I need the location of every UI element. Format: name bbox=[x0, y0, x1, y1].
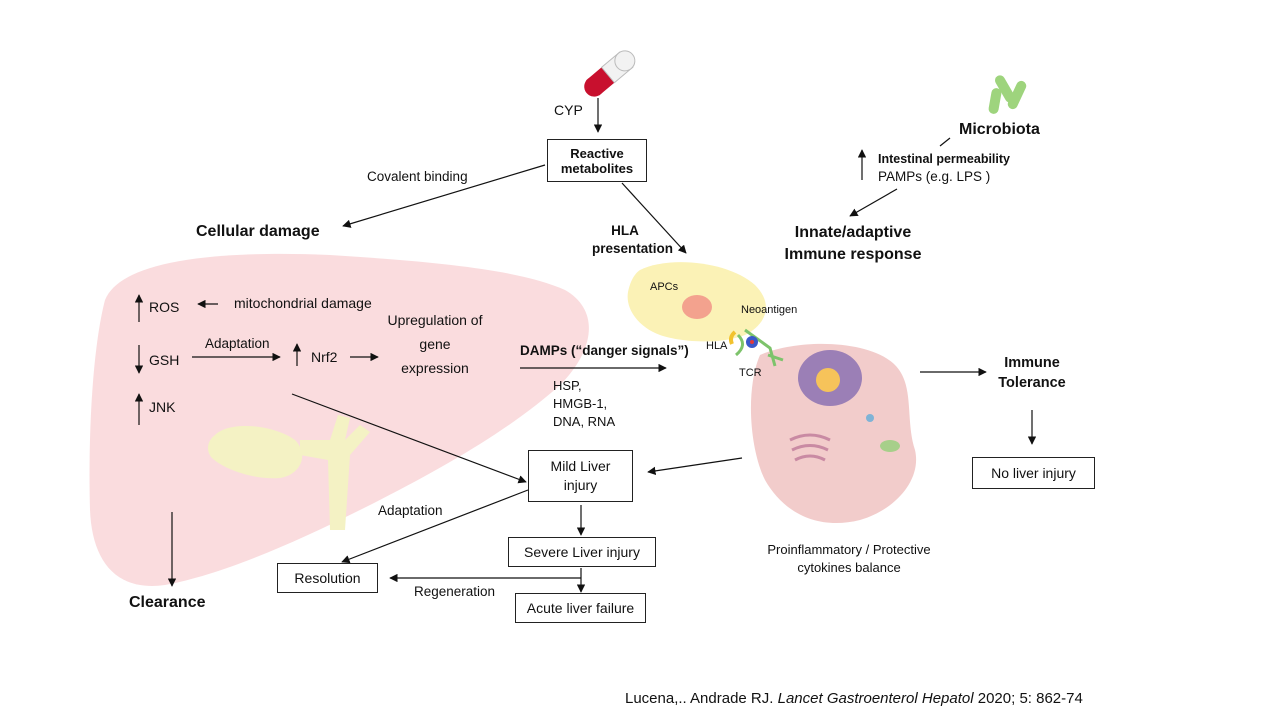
microbiota-label: Microbiota bbox=[959, 121, 1040, 138]
pamps-label: PAMPs (e.g. LPS ) bbox=[878, 169, 991, 184]
neoantigen-core bbox=[750, 340, 754, 344]
damps-examples-label: HSP, HMGB-1, DNA, RNA bbox=[553, 378, 616, 429]
immune-tolerance-label: Immune Tolerance bbox=[998, 355, 1066, 391]
diagram-arrows bbox=[134, 98, 1037, 593]
hla-molecule-illustration bbox=[729, 330, 737, 345]
clearance-label: Clearance bbox=[129, 594, 206, 611]
vesicle-illustration bbox=[866, 414, 874, 422]
bile-duct-illustration bbox=[300, 415, 370, 530]
microbiota-icon bbox=[1007, 80, 1027, 110]
citation-journal: Lancet Gastroenterol Hepatol bbox=[777, 690, 974, 707]
hla-presentation-label: HLA presentation bbox=[592, 223, 674, 256]
tcr-complex-illustration bbox=[734, 328, 784, 367]
arrow-metabolites-to-apc bbox=[621, 182, 687, 254]
reactive-metabolites-label: Reactive metabolites bbox=[560, 145, 634, 176]
microbiota-icon bbox=[988, 88, 1002, 114]
upregulation-label: Upregulation of gene expression bbox=[387, 312, 483, 376]
reactive-metabolites-box: Reactive metabolites bbox=[547, 139, 647, 182]
adaptation-top-label: Adaptation bbox=[205, 336, 270, 351]
acute-liver-failure-box: Acute liver failure bbox=[515, 593, 646, 623]
mild-liver-injury-label: Mild Liver injury bbox=[550, 458, 611, 493]
cytokines-label: Proinflammatory / Protective cytokines b… bbox=[767, 542, 931, 575]
intestinal-permeability-label: Intestinal permeability bbox=[878, 152, 1010, 166]
resolution-box: Resolution bbox=[277, 563, 378, 593]
gsh-label: GSH bbox=[149, 352, 180, 368]
severe-liver-injury-box: Severe Liver injury bbox=[508, 537, 656, 567]
mitochondrial-damage-label: mitochondrial damage bbox=[234, 295, 372, 311]
arrow-hepatocyte-to-mild-injury bbox=[647, 457, 743, 476]
cellular-damage-label: Cellular damage bbox=[196, 223, 320, 240]
no-liver-injury-label: No liver injury bbox=[991, 464, 1076, 481]
microbiota-icon bbox=[995, 75, 1015, 103]
covalent-binding-label: Covalent binding bbox=[367, 169, 468, 184]
severe-liver-injury-label: Severe Liver injury bbox=[524, 543, 640, 560]
mitochondrion-illustration bbox=[880, 440, 900, 452]
arrow-mild-to-resolution bbox=[341, 489, 529, 564]
drug-pill-icon bbox=[584, 50, 636, 97]
hepatocyte-illustration bbox=[750, 343, 917, 524]
citation: Lucena,.. Andrade RJ. Lancet Gastroenter… bbox=[625, 690, 1083, 707]
arrow-permeability-to-immune-response bbox=[849, 188, 898, 217]
no-liver-injury-box: No liver injury bbox=[972, 457, 1095, 489]
mild-liver-injury-box: Mild Liver injury bbox=[528, 450, 633, 502]
neoantigen-label: Neoantigen bbox=[741, 304, 798, 316]
immune-response-label: Innate/adaptive Immune response bbox=[784, 224, 922, 263]
jnk-label: JNK bbox=[149, 399, 176, 415]
citation-authors: Lucena,.. Andrade RJ. bbox=[625, 690, 774, 707]
gallbladder-illustration bbox=[208, 425, 303, 479]
resolution-label: Resolution bbox=[294, 569, 361, 586]
citation-details: 2020; 5: 862-74 bbox=[977, 690, 1083, 707]
cyp-label: CYP bbox=[554, 102, 583, 118]
adaptation-bottom-label: Adaptation bbox=[378, 503, 443, 518]
arrow-metabolites-to-cellular-damage bbox=[342, 164, 546, 228]
apcs-label: APCs bbox=[650, 281, 679, 293]
nucleolus-illustration bbox=[816, 368, 840, 392]
arrow-jnk-to-mild-injury bbox=[291, 393, 527, 484]
apc-nucleus-illustration bbox=[682, 295, 712, 319]
nrf2-label: Nrf2 bbox=[311, 349, 338, 365]
damps-label: DAMPs (“danger signals”) bbox=[520, 343, 689, 358]
line-microbiota bbox=[939, 137, 951, 147]
hla-label: HLA bbox=[706, 340, 728, 352]
regeneration-label: Regeneration bbox=[414, 584, 496, 599]
tcr-label: TCR bbox=[739, 367, 762, 379]
acute-liver-failure-label: Acute liver failure bbox=[526, 599, 635, 616]
golgi-illustration bbox=[789, 433, 831, 462]
ros-label: ROS bbox=[149, 299, 180, 315]
